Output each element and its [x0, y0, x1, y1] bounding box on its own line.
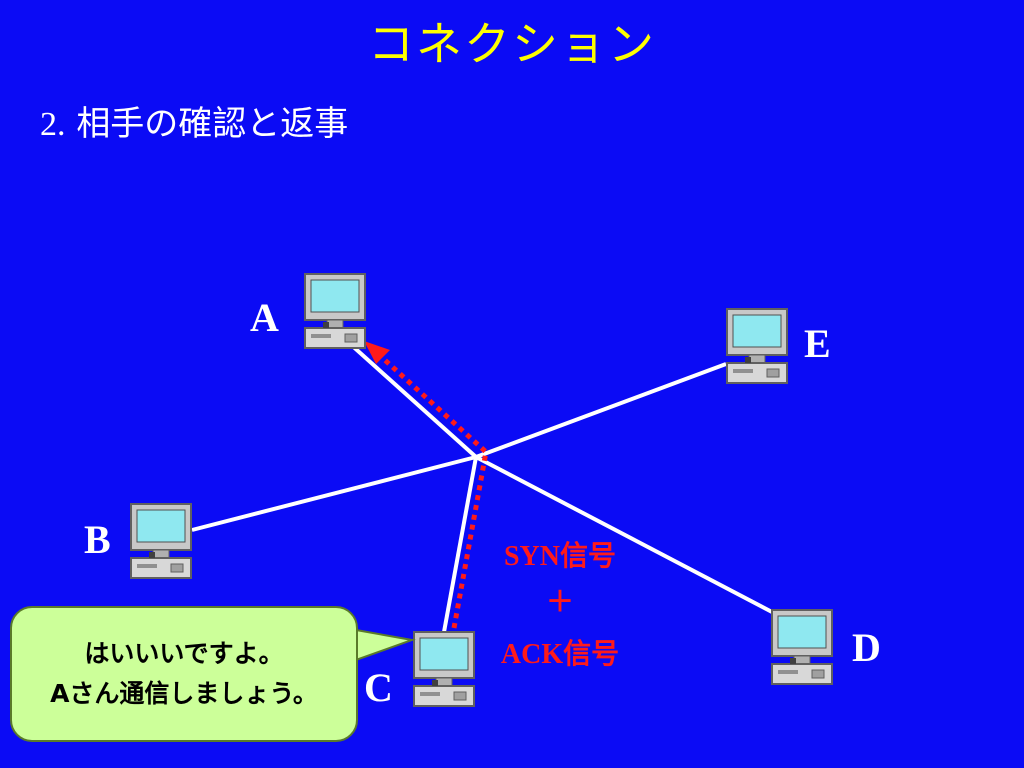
- computer-icon-c: [413, 631, 475, 707]
- bubble-line-2: Aさん通信しましょう。: [50, 679, 318, 708]
- link-c: [442, 456, 478, 633]
- computer-icon-d: [771, 609, 833, 685]
- node-label-a: A: [250, 295, 279, 340]
- bubble-line-1: はいいいですよ。: [84, 639, 284, 668]
- subtitle-text: 相手の確認と返事: [76, 104, 349, 144]
- slide-title: コネクション: [368, 17, 656, 71]
- computer-icon-e: [726, 308, 788, 384]
- signal-plus-label: ＋: [545, 587, 574, 618]
- node-label-c: C: [364, 665, 393, 710]
- node-label-e: E: [804, 321, 831, 366]
- node-label-b: B: [84, 517, 111, 562]
- computer-icon-b: [130, 503, 192, 579]
- speech-bubble: はいいいですよ。 Aさん通信しましょう。: [10, 606, 358, 742]
- link-a: [346, 340, 478, 459]
- computer-icon-a: [304, 273, 366, 349]
- link-e: [475, 362, 727, 459]
- link-d: [475, 455, 773, 614]
- slide-subtitle: 2. 相手の確認と返事: [40, 96, 348, 145]
- arrowhead-icon: [364, 341, 390, 364]
- signal-ack-label: ACK信号: [500, 639, 620, 670]
- node-label-d: D: [852, 625, 881, 670]
- link-b: [191, 455, 477, 532]
- bubble-tail: [355, 628, 416, 662]
- signal-syn-label: SYN信号: [503, 541, 616, 572]
- subtitle-number: 2.: [40, 106, 66, 143]
